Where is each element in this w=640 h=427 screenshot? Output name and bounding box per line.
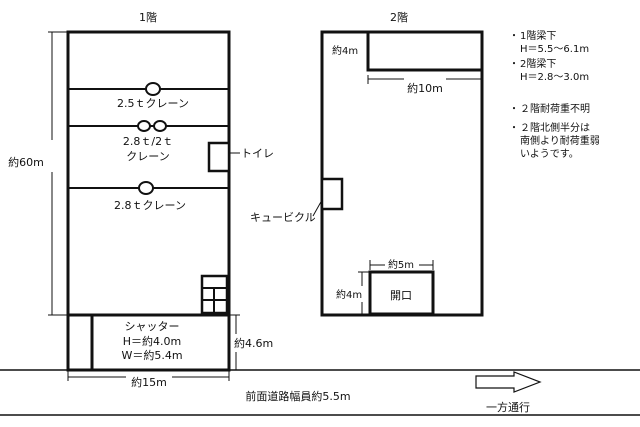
crane-b-label-line2: クレーン — [126, 150, 169, 163]
floor2-top-room — [366, 32, 482, 72]
width-dimension-label: 約15m — [131, 375, 167, 389]
cubicle-label: キュービクル — [250, 211, 316, 224]
road-width-label: 前面道路幅員約5.5m — [245, 389, 350, 403]
opening-depth-label: 約4m — [336, 288, 362, 301]
svg-text:・: ・ — [509, 123, 519, 134]
toilet-room — [207, 141, 231, 173]
note-text: 2階梁下 — [520, 57, 556, 70]
one-way-arrow-icon — [475, 371, 542, 393]
floor2-top-depth: 約4m — [332, 44, 358, 57]
shutter-width: W＝約5.4m — [121, 348, 182, 362]
cubicle-box — [320, 177, 344, 211]
svg-text:・: ・ — [509, 31, 519, 42]
note-text: ２階北側半分は — [520, 121, 590, 134]
floor2-opening — [368, 270, 435, 316]
floor1-title: 1階 — [139, 10, 157, 24]
crane-hook-icon — [137, 120, 151, 132]
note-text: H＝2.8～3.0m — [520, 72, 589, 83]
crane-b-label-line1: 2.8ｔ/2ｔ — [123, 135, 173, 148]
note-text: いようです。 — [520, 148, 579, 160]
opening-width-label: 約5m — [388, 258, 414, 271]
bump-dimension-label: 約4.6m — [234, 336, 273, 350]
svg-text:・: ・ — [509, 59, 519, 70]
one-way-label: 一方通行 — [486, 400, 530, 414]
height-dimension-label: 約60m — [8, 155, 44, 169]
notes-list: ・ 1階梁下 H＝5.5～6.1m ・ 2階梁下 H＝2.8～3.0m ・ ２階… — [509, 29, 600, 160]
floor2-title: 2階 — [390, 10, 408, 24]
crane-hook-icon — [153, 120, 167, 132]
note-text: 1階梁下 — [520, 29, 556, 42]
shutter-height: H＝約4.0m — [123, 334, 181, 348]
shutter-side-block — [66, 313, 94, 372]
floor1-outline — [66, 30, 231, 317]
crane-c-label: 2.8ｔクレーン — [114, 199, 186, 212]
shutter-title: シャッター — [125, 320, 180, 333]
crane-hook-icon — [138, 181, 154, 195]
note-text: ２階耐荷重不明 — [520, 102, 590, 115]
floor2-top-width: 約10m — [407, 81, 443, 95]
toilet-label: トイレ — [241, 147, 274, 160]
svg-text:・: ・ — [509, 104, 519, 115]
cubicle-leader — [312, 199, 323, 217]
crane-hook-icon — [145, 82, 161, 96]
opening-label: 開口 — [390, 289, 412, 302]
note-text: 南側より耐荷重弱 — [520, 134, 600, 147]
crane-a-label: 2.5ｔクレーン — [117, 97, 189, 110]
note-text: H＝5.5～6.1m — [520, 44, 589, 55]
